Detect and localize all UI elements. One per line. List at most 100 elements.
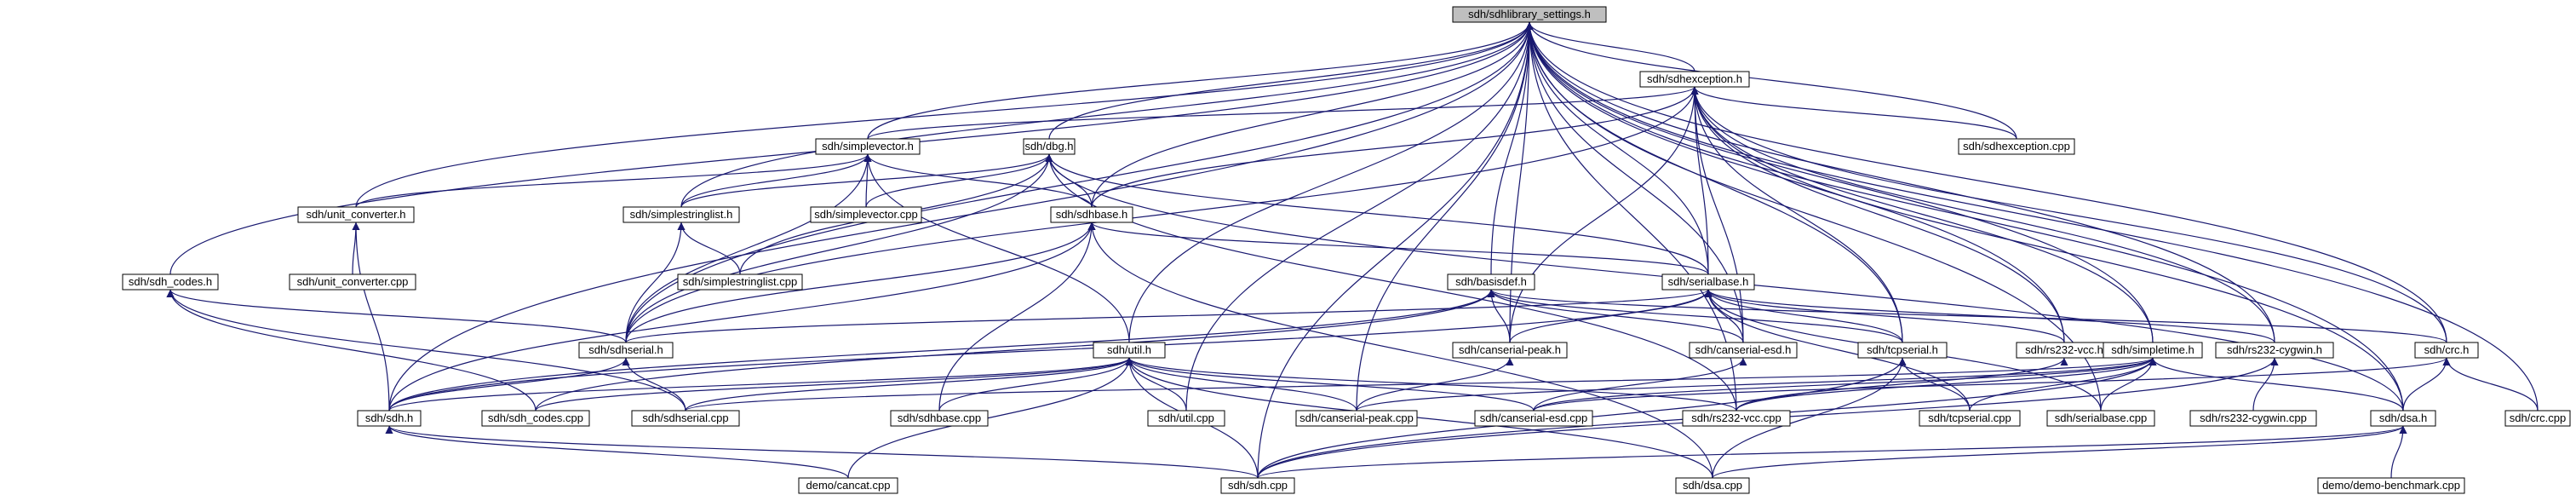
edge-rs232_cygwin_h-to-settings: [1525, 21, 2275, 343]
node-dsa-cpp[interactable]: sdh/dsa.cpp: [1675, 477, 1750, 494]
edge-sdhexception_cpp-to-settings: [1525, 21, 2017, 140]
edge-rs232_vcc_h-to-settings: [1525, 21, 2065, 343]
edge-sdhserial_h-to-dbg_h: [625, 153, 1053, 343]
node-box[interactable]: [810, 206, 922, 223]
edge-cancat_cpp-to-sdh_h: [385, 425, 849, 479]
node-box[interactable]: [1447, 273, 1535, 291]
node-label: sdh/sdh.cpp: [1228, 479, 1288, 492]
edge-sdh_h-to-sdhbase_h: [388, 222, 1096, 412]
node-box[interactable]: [1023, 138, 1076, 155]
node-box[interactable]: [1093, 342, 1166, 359]
edge-basisdef_h-to-settings: [1490, 21, 1534, 275]
node-box[interactable]: [631, 410, 740, 427]
node-simplestringlist-h[interactable]: sdh/simplestringlist.h: [622, 206, 740, 223]
node-box[interactable]: [1689, 342, 1798, 359]
node-sdh-cpp[interactable]: sdh/sdh.cpp: [1220, 477, 1295, 494]
node-box[interactable]: [1682, 410, 1791, 427]
node-cancat-cpp[interactable]: demo/cancat.cpp: [798, 477, 898, 494]
node-simplevector-h[interactable]: sdh/simplevector.h: [815, 138, 921, 155]
node-box[interactable]: [2370, 410, 2436, 427]
node-canserial-peak-cpp[interactable]: sdh/canserial-peak.cpp: [1295, 410, 1418, 427]
node-box[interactable]: [1958, 138, 2075, 155]
edge-sdhserial_h-to-simplestringlist_h: [625, 222, 686, 343]
node-sdh-codes-cpp[interactable]: sdh/sdh_codes.cpp: [481, 410, 590, 427]
node-box[interactable]: [1675, 477, 1750, 494]
node-box[interactable]: [1147, 410, 1225, 427]
edge-serialbase_cpp-to-settings: [1525, 21, 2102, 412]
node-sdhexception-cpp[interactable]: sdh/sdhexception.cpp: [1958, 138, 2075, 155]
node-simpletime-h[interactable]: sdh/simpletime.h: [2103, 342, 2203, 359]
node-canserial-peak-h[interactable]: sdh/canserial-peak.h: [1452, 342, 1568, 359]
node-crc-h[interactable]: sdh/crc.h: [2414, 342, 2479, 359]
node-box[interactable]: [798, 477, 898, 494]
node-box[interactable]: [677, 273, 803, 291]
node-simplevector-cpp[interactable]: sdh/simplevector.cpp: [810, 206, 922, 223]
node-box[interactable]: [481, 410, 590, 427]
node-box[interactable]: [2189, 410, 2317, 427]
node-dsa-h[interactable]: sdh/dsa.h: [2370, 410, 2436, 427]
node-sdhserial-cpp[interactable]: sdh/sdhserial.cpp: [631, 410, 740, 427]
node-box[interactable]: [1639, 71, 1750, 88]
node-box[interactable]: [578, 342, 674, 359]
node-box[interactable]: [815, 138, 921, 155]
node-box[interactable]: [1919, 410, 2021, 427]
edge-serialbase_h-to-dbg_h: [1045, 153, 1709, 275]
node-tcpserial-cpp[interactable]: sdh/tcpserial.cpp: [1919, 410, 2021, 427]
node-box[interactable]: [122, 273, 219, 291]
node-sdhbase-h[interactable]: sdh/sdhbase.h: [1050, 206, 1133, 223]
node-serialbase-cpp[interactable]: sdh/serialbase.cpp: [2046, 410, 2155, 427]
node-sdhbase-cpp[interactable]: sdh/sdhbase.cpp: [890, 410, 989, 427]
node-sdh-h[interactable]: sdh/sdh.h: [357, 410, 422, 427]
node-box[interactable]: [1050, 206, 1133, 223]
node-dbg-h[interactable]: sdh/dbg.h: [1023, 138, 1076, 155]
edge-canserial_peak_h-to-sdhexception_h: [1509, 86, 1699, 343]
node-box[interactable]: [2046, 410, 2155, 427]
node-box[interactable]: [2215, 342, 2334, 359]
node-label: demo/demo-benchmark.cpp: [2322, 479, 2460, 492]
node-basisdef-h[interactable]: sdh/basisdef.h: [1447, 273, 1535, 291]
node-box[interactable]: [1452, 342, 1568, 359]
node-label: sdh/serialbase.cpp: [2055, 412, 2147, 424]
node-box[interactable]: [1474, 410, 1593, 427]
node-demo-benchmark-cpp[interactable]: demo/demo-benchmark.cpp: [2317, 477, 2465, 494]
edge-crc_h-to-settings: [1525, 21, 2447, 343]
node-settings[interactable]: sdh/sdhlibrary_settings.h: [1452, 6, 1607, 23]
node-box[interactable]: [289, 273, 416, 291]
node-rs232-cygwin-h[interactable]: sdh/rs232-cygwin.h: [2215, 342, 2334, 359]
node-box[interactable]: [1661, 273, 1755, 291]
node-sdh-codes-h[interactable]: sdh/sdh_codes.h: [122, 273, 219, 291]
node-box[interactable]: [357, 410, 422, 427]
node-label: sdh/unit_converter.h: [306, 208, 405, 221]
node-box[interactable]: [1295, 410, 1418, 427]
node-crc-cpp[interactable]: sdh/crc.cpp: [2504, 410, 2571, 427]
edge-dsa_cpp-to-sdhbase_h: [1087, 222, 1713, 479]
node-serialbase-h[interactable]: sdh/serialbase.h: [1661, 273, 1755, 291]
node-util-h[interactable]: sdh/util.h: [1093, 342, 1166, 359]
node-canserial-esd-cpp[interactable]: sdh/canserial-esd.cpp: [1474, 410, 1593, 427]
node-box[interactable]: [2103, 342, 2203, 359]
node-box[interactable]: [2317, 477, 2465, 494]
node-box[interactable]: [2504, 410, 2571, 427]
node-box[interactable]: [890, 410, 989, 427]
node-rs232-vcc-h[interactable]: sdh/rs232-vcc.h: [2016, 342, 2113, 359]
node-box[interactable]: [1452, 6, 1607, 23]
node-simplestringlist-cpp[interactable]: sdh/simplestringlist.cpp: [677, 273, 803, 291]
node-box[interactable]: [1857, 342, 1948, 359]
node-util-cpp[interactable]: sdh/util.cpp: [1147, 410, 1225, 427]
node-sdhserial-h[interactable]: sdh/sdhserial.h: [578, 342, 674, 359]
node-label: sdh/canserial-esd.h: [1695, 343, 1792, 356]
edge-simplevector_cpp-to-dbg_h: [865, 153, 1053, 208]
node-rs232-cygwin-cpp[interactable]: sdh/rs232-cygwin.cpp: [2189, 410, 2317, 427]
node-canserial-esd-h[interactable]: sdh/canserial-esd.h: [1689, 342, 1798, 359]
node-unit-converter-h[interactable]: sdh/unit_converter.h: [297, 206, 415, 223]
node-rs232-vcc-cpp[interactable]: sdh/rs232-vcc.cpp: [1682, 410, 1791, 427]
node-sdhexception-h[interactable]: sdh/sdhexception.h: [1639, 71, 1750, 88]
node-label: sdh/tcpserial.h: [1867, 343, 1938, 356]
node-box[interactable]: [622, 206, 740, 223]
node-box[interactable]: [297, 206, 415, 223]
edge-simplevector_h-to-settings: [867, 21, 1534, 140]
node-tcpserial-h[interactable]: sdh/tcpserial.h: [1857, 342, 1948, 359]
node-box[interactable]: [2414, 342, 2479, 359]
node-box[interactable]: [1220, 477, 1295, 494]
node-unit-converter-cpp[interactable]: sdh/unit_converter.cpp: [289, 273, 416, 291]
